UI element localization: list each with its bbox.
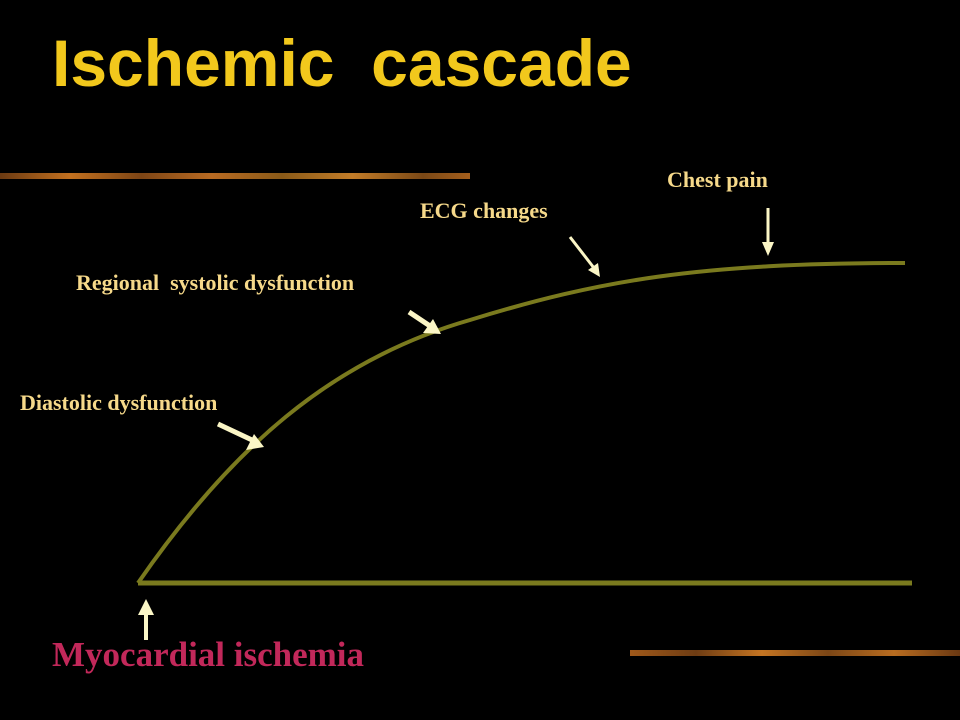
slide-title: Ischemic cascade: [52, 26, 632, 100]
baseline-label: Myocardial ischemia: [52, 635, 365, 674]
stage-label-ecg: ECG changes: [420, 198, 548, 223]
chest-pain-arrow: [762, 208, 774, 256]
systolic-arrow: [407, 309, 441, 334]
ecg-arrow: [568, 236, 600, 277]
top-divider-bar: [0, 173, 470, 179]
ischemia-arrow: [138, 599, 154, 640]
cascade-curve: [136, 261, 906, 585]
bottom-divider-bar: [630, 650, 960, 656]
stage-label-systolic: Regional systolic dysfunction: [76, 270, 355, 295]
stage-label-chest-pain: Chest pain: [667, 167, 768, 192]
diastolic-arrow: [216, 421, 264, 450]
stage-label-diastolic: Diastolic dysfunction: [20, 390, 218, 415]
